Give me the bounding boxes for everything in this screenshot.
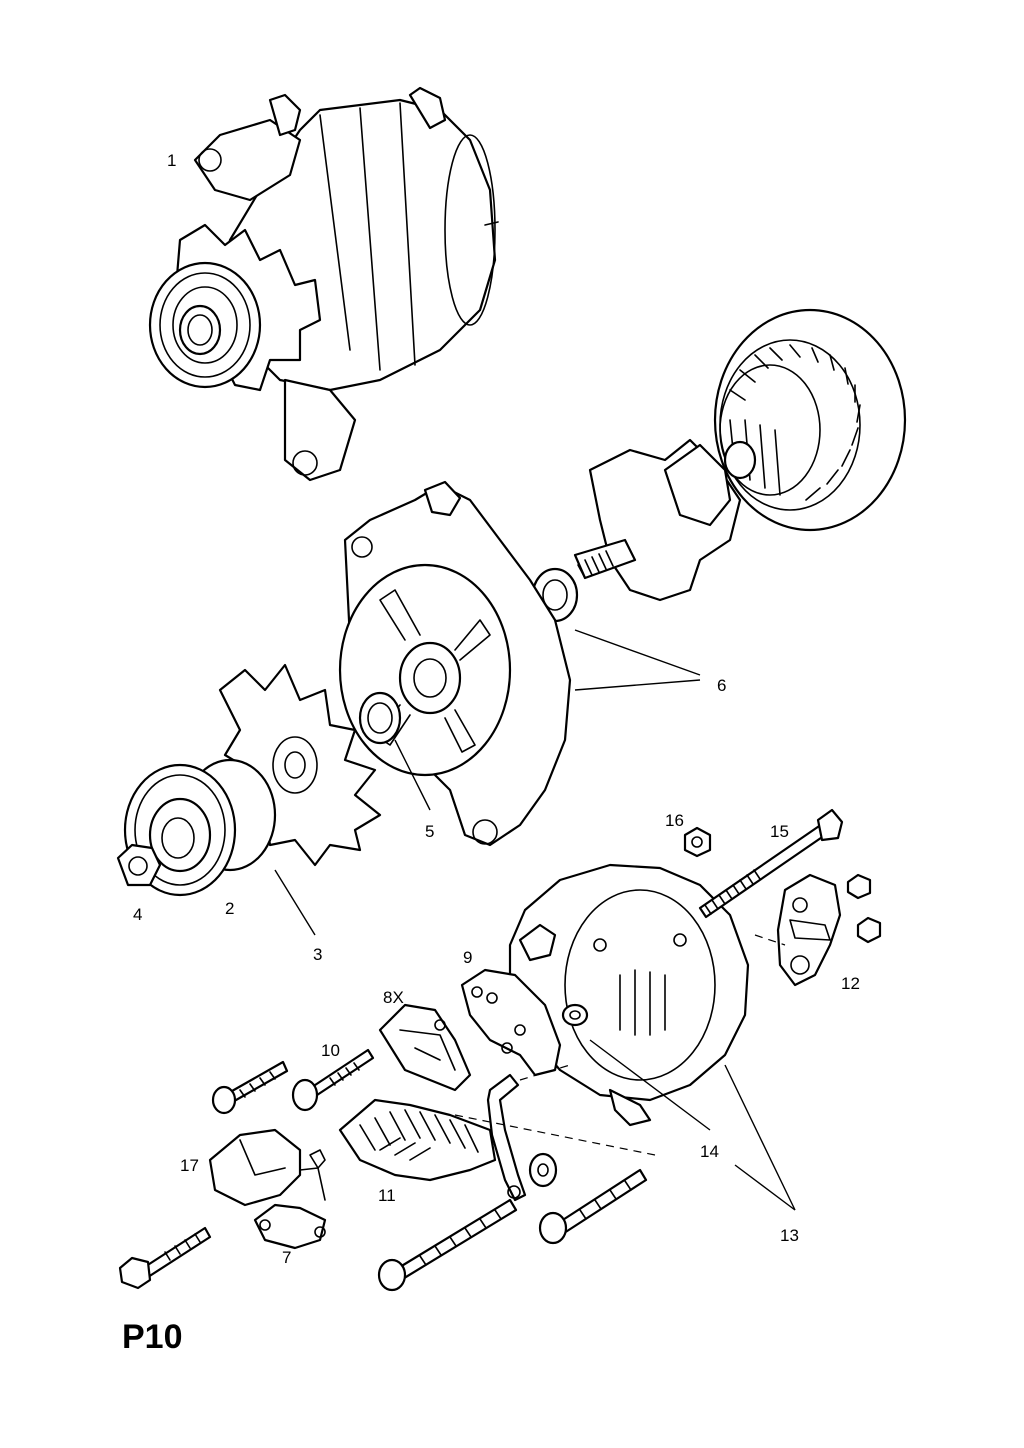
bolt-10: [291, 1048, 375, 1112]
screw-bottom-right: [538, 1168, 648, 1245]
callout-4: 4: [133, 905, 142, 924]
callout-8x: 8X: [383, 988, 404, 1007]
leader-lines: [274, 629, 796, 1211]
screw-upper-left: [211, 1060, 289, 1115]
callout-16: 16: [665, 811, 684, 830]
callout-17: 17: [180, 1156, 199, 1175]
callout-labels: 1 2 3 4 5 6 7 8X 9 10 11 12 13 14 15 16 …: [133, 151, 860, 1267]
callout-2: 2: [225, 899, 234, 918]
callout-15: 15: [770, 822, 789, 841]
page-code: P10: [122, 1318, 183, 1356]
through-bolt: [698, 808, 844, 919]
stator-rotor-assembly: [531, 308, 907, 623]
alternator-assembly: [148, 86, 499, 482]
washer: [528, 1152, 558, 1188]
pulley-nut: [116, 843, 162, 887]
callout-3: 3: [313, 945, 322, 964]
rectifier: [338, 1098, 497, 1182]
capacitor: [253, 1203, 327, 1250]
callout-10: 10: [321, 1041, 340, 1060]
callout-11: 11: [378, 1186, 396, 1205]
regulator: [208, 1128, 326, 1207]
callout-1: 1: [167, 151, 176, 170]
terminal-lead: [486, 1073, 527, 1202]
callout-7: 7: [282, 1248, 291, 1267]
nut-16: [683, 826, 712, 858]
terminal-plate: [776, 873, 882, 987]
callout-5: 5: [425, 822, 434, 841]
callout-9: 9: [463, 948, 472, 967]
callout-12: 12: [841, 974, 860, 993]
drive-end-housing: [338, 480, 572, 847]
callout-13: 13: [780, 1226, 799, 1245]
screw-bottom-left: [118, 1226, 212, 1290]
callout-14: 14: [700, 1142, 719, 1161]
alignment-lines: [454, 934, 786, 1156]
terminal-bracket: [460, 968, 562, 1077]
callout-6: 6: [717, 676, 726, 695]
screw-bottom-center: [377, 1198, 518, 1292]
brush-holder: [378, 1003, 472, 1092]
